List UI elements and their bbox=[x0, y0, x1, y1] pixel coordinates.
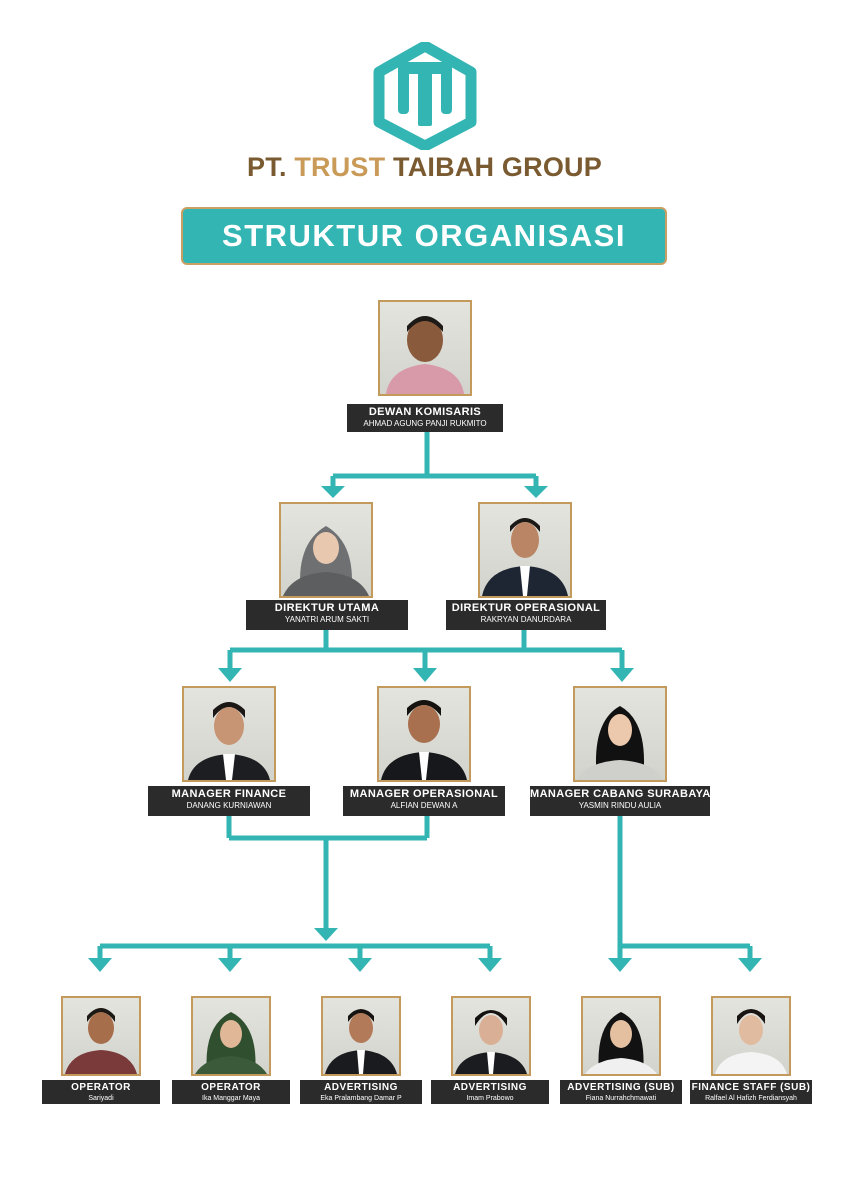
company-logo-icon bbox=[373, 42, 477, 150]
company-name: PT. TRUST TAIBAH GROUP bbox=[247, 152, 602, 182]
label-operator-2: OPERATOR Ika Manggar Maya bbox=[172, 1080, 290, 1104]
person-name: Imam Prabowo bbox=[466, 1095, 514, 1102]
photo-manager-cabang bbox=[573, 686, 667, 782]
photo-finance-staff-sub bbox=[711, 996, 791, 1076]
photo-advertising-1 bbox=[321, 996, 401, 1076]
role: ADVERTISING (SUB) bbox=[567, 1082, 675, 1093]
person-name: Sariyadi bbox=[88, 1095, 114, 1102]
role: ADVERTISING bbox=[453, 1082, 527, 1093]
person-name: Eka Pralambang Damar P bbox=[320, 1095, 402, 1102]
label-direktur-operasional: DIREKTUR OPERASIONAL RAKRYAN DANURDARA bbox=[446, 600, 606, 630]
role: OPERATOR bbox=[71, 1082, 131, 1093]
page-title: STRUKTUR ORGANISASI bbox=[181, 207, 667, 265]
person-name: YASMIN RINDU AULIA bbox=[578, 801, 662, 810]
label-operator-1: OPERATOR Sariyadi bbox=[42, 1080, 160, 1104]
role: DIREKTUR OPERASIONAL bbox=[451, 602, 601, 614]
label-direktur-utama: DIREKTUR UTAMA YANATRI ARUM SAKTI bbox=[246, 600, 408, 630]
person-name: YANATRI ARUM SAKTI bbox=[284, 615, 370, 624]
label-manager-operasional: MANAGER OPERASIONAL ALFIAN DEWAN A bbox=[343, 786, 505, 816]
person-name: Ika Manggar Maya bbox=[202, 1095, 260, 1102]
photo-advertising-2 bbox=[451, 996, 531, 1076]
person-name: RAKRYAN DANURDARA bbox=[480, 615, 572, 624]
photo-dewan-komisaris bbox=[378, 300, 472, 396]
person-name: ALFIAN DEWAN A bbox=[390, 801, 458, 810]
role: OPERATOR bbox=[201, 1082, 261, 1093]
photo-direktur-utama bbox=[279, 502, 373, 598]
role: MANAGER FINANCE bbox=[171, 788, 287, 800]
photo-operator-2 bbox=[191, 996, 271, 1076]
role: FINANCE STAFF (SUB) bbox=[691, 1082, 811, 1093]
label-advertising-sub: ADVERTISING (SUB) Fiana Nurrahchmawati bbox=[560, 1080, 682, 1104]
photo-manager-finance bbox=[182, 686, 276, 782]
role: DIREKTUR UTAMA bbox=[274, 602, 380, 614]
label-advertising-2: ADVERTISING Imam Prabowo bbox=[431, 1080, 549, 1104]
role: MANAGER CABANG SURABAYA bbox=[530, 788, 711, 800]
person-name: Ralfael Al Hafizh Ferdiansyah bbox=[705, 1095, 797, 1102]
role: ADVERTISING bbox=[324, 1082, 398, 1093]
label-dewan-komisaris: DEWAN KOMISARIS AHMAD AGUNG PANJI RUKMIT… bbox=[347, 404, 503, 432]
person-name: AHMAD AGUNG PANJI RUKMITO bbox=[363, 419, 487, 428]
role: DEWAN KOMISARIS bbox=[368, 406, 482, 418]
photo-advertising-sub bbox=[581, 996, 661, 1076]
photo-manager-operasional bbox=[377, 686, 471, 782]
label-manager-cabang: MANAGER CABANG SURABAYA YASMIN RINDU AUL… bbox=[530, 786, 710, 816]
person-name: DANANG KURNIAWAN bbox=[186, 801, 272, 810]
role: MANAGER OPERASIONAL bbox=[349, 788, 499, 800]
person-name: Fiana Nurrahchmawati bbox=[585, 1095, 657, 1102]
photo-direktur-operasional bbox=[478, 502, 572, 598]
label-manager-finance: MANAGER FINANCE DANANG KURNIAWAN bbox=[148, 786, 310, 816]
label-finance-staff-sub: FINANCE STAFF (SUB) Ralfael Al Hafizh Fe… bbox=[690, 1080, 812, 1104]
label-advertising-1: ADVERTISING Eka Pralambang Damar P bbox=[300, 1080, 422, 1104]
photo-operator-1 bbox=[61, 996, 141, 1076]
